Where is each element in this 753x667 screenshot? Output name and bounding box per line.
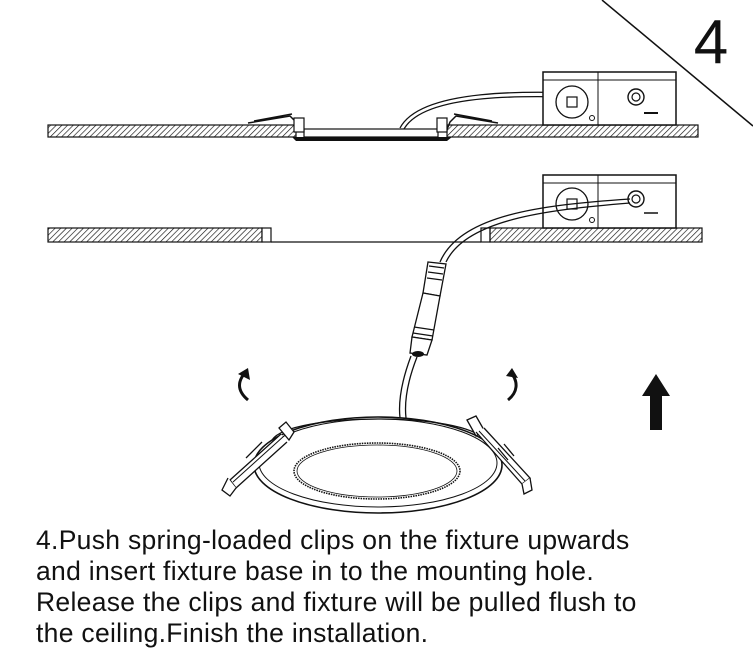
cable-to-fixture-outline <box>404 356 418 419</box>
spring-clip-right-open <box>466 415 533 495</box>
junction-box-top <box>542 71 677 126</box>
clip-bracket-left <box>293 117 305 133</box>
curved-arrow-icon <box>507 373 518 402</box>
ceiling-board-right <box>446 124 699 138</box>
spring-clip-right <box>445 113 499 133</box>
cable-down <box>439 198 631 263</box>
installation-illustration <box>47 0 753 514</box>
ceiling-hole-view <box>47 174 703 419</box>
fixture-body <box>303 128 439 138</box>
curved-arrow-head-left <box>238 368 250 380</box>
clip-bracket-right <box>436 117 448 133</box>
cable-down-outline <box>445 202 631 263</box>
up-arrow-icon <box>642 374 670 430</box>
installed-view <box>47 71 699 141</box>
spring-clip-left-open <box>221 421 295 497</box>
corner-diagonal-line <box>601 0 753 127</box>
ceiling-board-right-2 <box>489 227 703 243</box>
ceiling-board-left-2 <box>47 227 263 243</box>
fixture-view <box>221 368 670 514</box>
fixture-trim <box>292 137 452 141</box>
quick-connector <box>409 261 447 357</box>
instruction-line: 4.Push spring-loaded clips on the fixtur… <box>36 525 630 555</box>
curved-arrow-head-right <box>506 368 518 378</box>
junction-box-middle <box>542 174 677 229</box>
step-number: 4 <box>693 8 729 77</box>
instruction-line: the ceiling.Finish the installation. <box>36 618 429 648</box>
ceiling-edge-left <box>261 227 272 243</box>
instruction-line: and insert fixture base in to the mounti… <box>36 556 594 586</box>
instruction-text: 4.Push spring-loaded clips on the fixtur… <box>36 525 736 649</box>
instruction-line: Release the clips and fixture will be pu… <box>36 587 637 617</box>
fixture-lens <box>293 442 461 500</box>
ceiling-board-left <box>47 124 297 138</box>
cable-to-fixture <box>398 355 412 419</box>
